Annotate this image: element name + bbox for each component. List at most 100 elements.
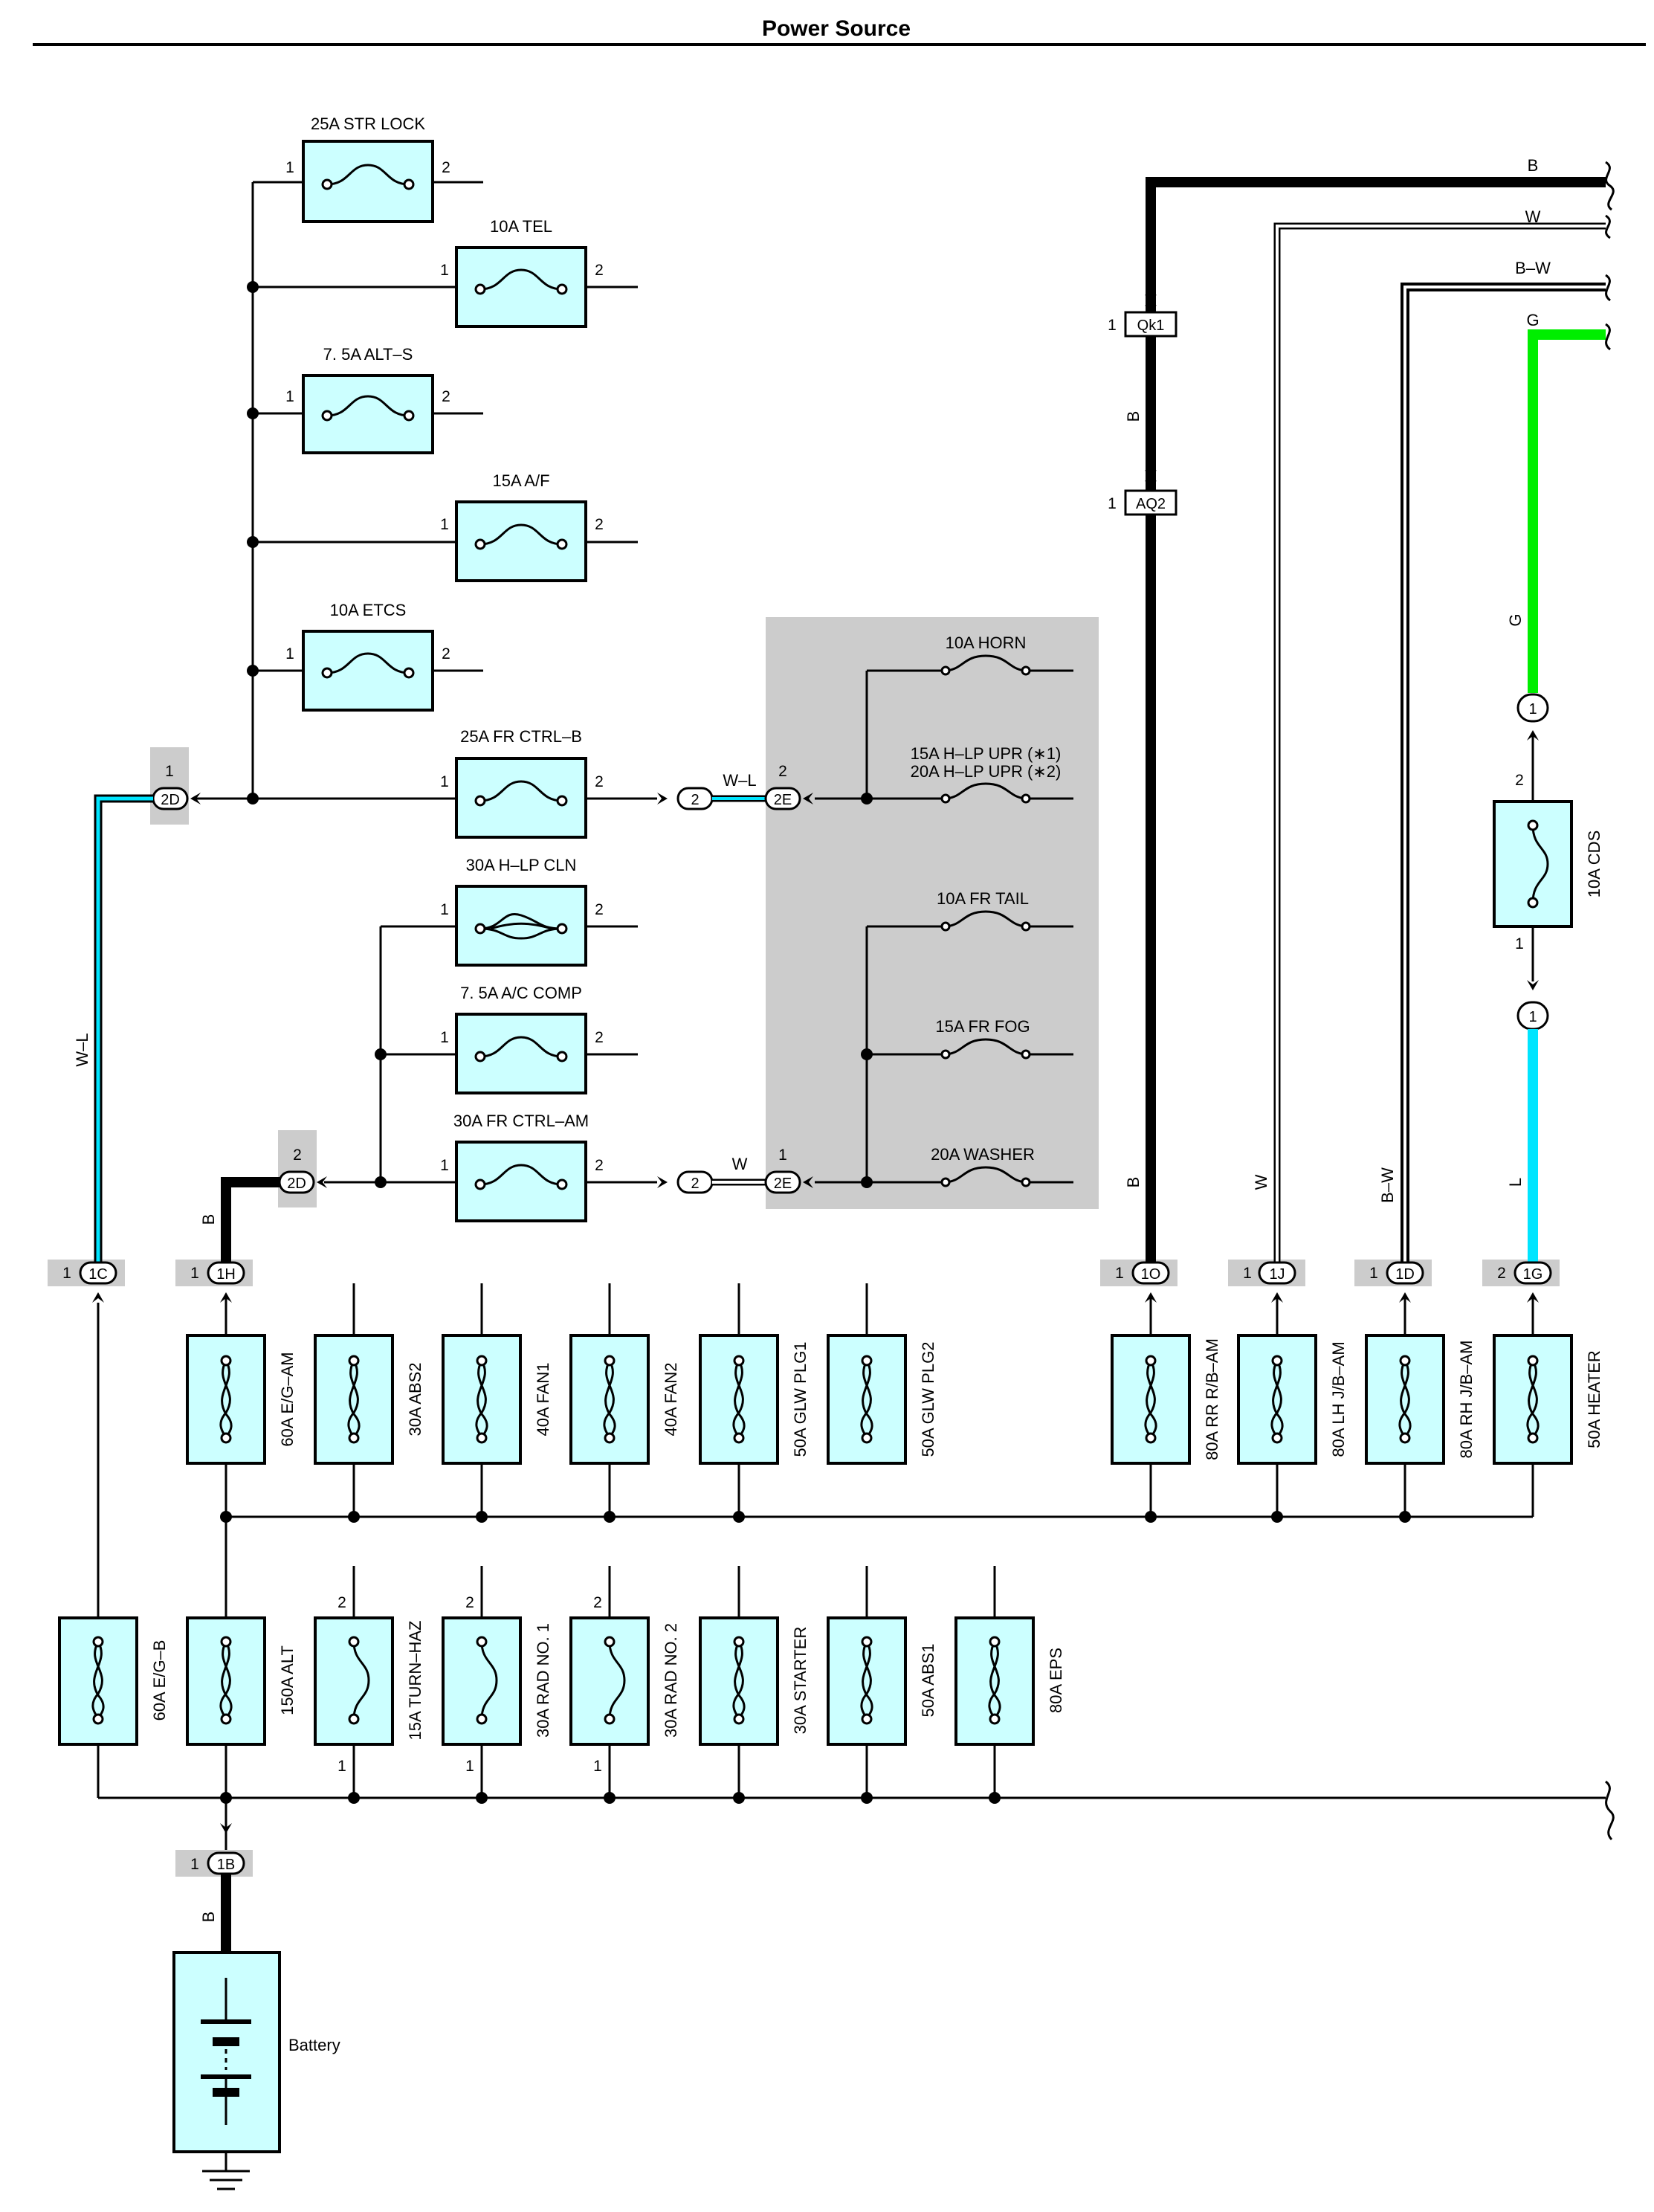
connector-label: 1 [1528,1009,1537,1025]
connector-label: 1G [1523,1266,1543,1283]
wire-w-l-left-stripe [96,796,153,1263]
pin-label: 1 [1369,1265,1378,1282]
fuse-label: 50A HEATER [1585,1350,1603,1448]
fusible-link-fan1: 40A FAN1 [442,1334,552,1465]
pin-label: 2 [442,159,450,176]
pin-label: 1 [593,1758,602,1775]
connector-cds-top: 1 [1516,693,1549,741]
pin-label: 1 [285,645,294,662]
fuse-label: 20A H–LP UPR (∗2) [911,762,1062,781]
fuse-label: 10A TEL [490,217,552,236]
fusible-link-eps: 80A EPS [954,1616,1065,1746]
fuse-fr-ctrl-am: 30A FR CTRL–AM 1 2 [440,1112,604,1222]
fuse-label: 80A EPS [1047,1648,1065,1713]
pin-label: 2 [465,1594,474,1611]
pin-label: 2 [593,1594,602,1611]
fuse-label: 30A FR CTRL–AM [453,1112,589,1130]
fuse-label: 15A H–LP UPR (∗1) [911,744,1062,763]
connector-shade-2D-bottom [278,1130,317,1207]
fusible-link-alt: 150A ALT [186,1616,297,1746]
junction-dot [375,1176,387,1188]
diagram-title: Power Source [762,16,911,41]
wire-color-label: G [1506,613,1525,626]
wire-color-label: B [199,1214,218,1225]
fusible-link-heater: 50A HEATER [1493,1334,1603,1465]
connector-shade-2D-top [150,747,189,825]
connector-label: 1H [216,1266,236,1283]
junction-dot [348,1511,360,1523]
fuse-label: 15A TURN–HAZ [406,1621,424,1741]
fuse-rad-no1: 30A RAD NO. 1 2 1 [442,1594,552,1775]
fusible-link-rr-rb-am: 80A RR R/B–AM [1111,1334,1221,1465]
junction-dot [604,1511,616,1523]
fuse-label: 25A STR LOCK [311,115,425,133]
pin-label: 2 [293,1147,302,1164]
pin-label: 1 [1243,1265,1252,1282]
pin-label: 1 [440,901,449,918]
fuse-label: 150A ALT [278,1645,297,1715]
wire-color-label: B [1124,411,1143,422]
connector-label: 2 [691,792,699,808]
fuse-label: 7. 5A A/C COMP [460,984,582,1002]
fuse-label: 30A RAD NO. 1 [534,1623,552,1738]
fusible-link-glw-plg1: 50A GLW PLG1 [699,1334,810,1465]
junction-dot [604,1792,616,1804]
fusible-link-rh-jb-am: 80A RH J/B–AM [1365,1334,1476,1465]
connector-AQ2: AQ2 1 [1108,470,1177,516]
fusible-link-starter: 30A STARTER [699,1616,810,1746]
connector-2E-bottom: 2E 1 [764,1147,813,1194]
fuse-etcs: 10A ETCS 1 2 [285,601,450,712]
pin-label: 2 [595,1029,604,1046]
fuse-fr-ctrl-b: 25A FR CTRL–B 1 2 [440,727,604,839]
connector-label: 2D [287,1176,306,1192]
connector-Qk1: Qk1 1 [1108,294,1177,338]
fuse-washer: 20A WASHER [931,1145,1035,1187]
title-rule [33,43,1646,46]
wire-color-label: W [1252,1174,1270,1190]
wire-g-right [1528,329,1606,693]
pin-label: 1 [285,388,294,405]
connector-label: 2E [774,1176,792,1192]
pin-label: 1 [337,1758,346,1775]
connector-label: 1C [88,1266,108,1283]
fuse-label: 80A LH J/B–AM [1329,1341,1348,1457]
pin-label: 2 [778,763,787,780]
connector-label: 1O [1141,1266,1161,1283]
junction-dot [247,407,259,419]
fuse-label: 40A FAN1 [534,1362,552,1436]
connector-cds-bottom: 1 [1516,980,1549,1031]
break-mark-top [1605,161,1615,211]
fuse-fr-tail: 10A FR TAIL [937,889,1031,932]
fuse-h-lp-upr: 15A H–LP UPR (∗1) 20A H–LP UPR (∗2) [911,744,1062,804]
junction-dot [1399,1511,1411,1523]
fuse-fr-fog: 15A FR FOG [935,1017,1031,1060]
fuse-rad-no2: 30A RAD NO. 2 2 1 [569,1594,680,1775]
connector-label: 2E [774,792,792,808]
pin-label: 1 [190,1856,199,1873]
connector-label: 1J [1269,1266,1285,1283]
junction-dot [861,1048,873,1060]
pin-label: 1 [1115,1265,1124,1282]
wire-color-label: W–L [723,771,756,790]
fusible-link-eg-am: 60A E/G–AM [186,1334,297,1465]
wire-b-w-right [1401,283,1606,1263]
fuse-label: 80A RR R/B–AM [1203,1338,1221,1460]
fuse-label: 80A RH J/B–AM [1457,1341,1476,1459]
connector-label: 1 [1528,701,1537,718]
wire-color-label: G [1526,311,1539,329]
pin-label: 2 [595,262,604,279]
fusible-link-abs2: 30A ABS2 [314,1334,424,1465]
fuse-label: 60A E/G–AM [278,1352,297,1446]
junction-dot [348,1792,360,1804]
wire-color-label: W–L [73,1033,91,1066]
junction-dot [375,1048,387,1060]
connector-1G: 2 1G [1497,1261,1552,1303]
junction-dot [989,1792,1001,1804]
pin-label: 1 [1515,935,1524,952]
fuse-label: 10A HORN [946,633,1027,652]
wire-b-main [1146,177,1606,1263]
connector-1J: 1 1J [1243,1261,1296,1303]
wire-color-label: L [1506,1178,1525,1187]
fuse-af: 15A A/F 1 2 [440,471,604,582]
